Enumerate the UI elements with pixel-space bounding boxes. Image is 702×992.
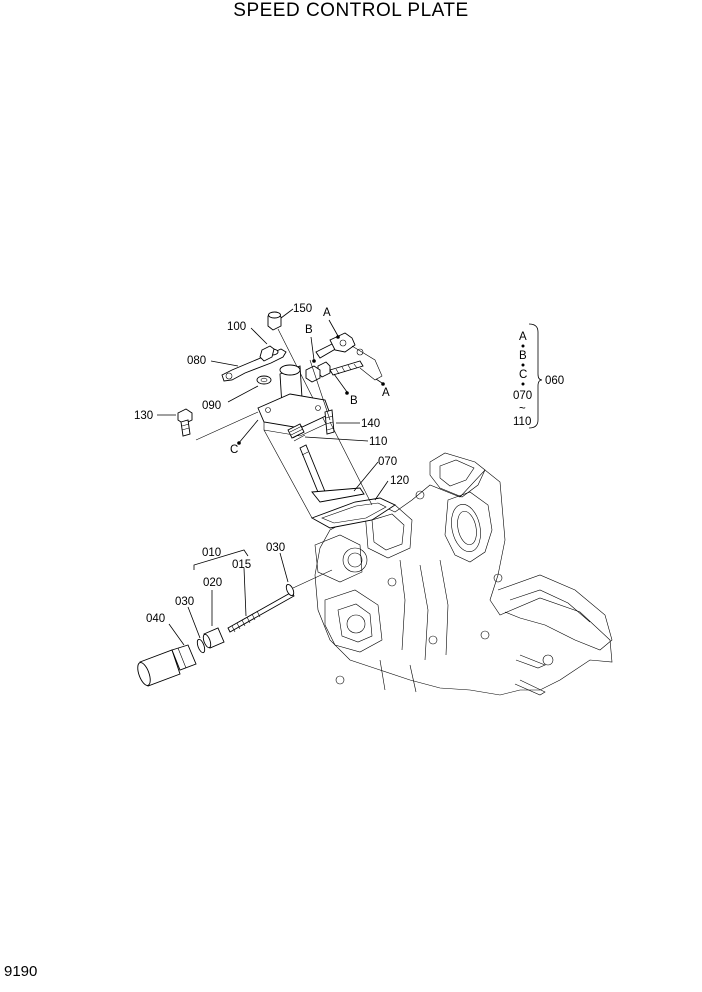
- label-110: 110: [369, 436, 387, 448]
- label-040: 040: [146, 613, 165, 625]
- label-100: 100: [227, 321, 246, 333]
- linkage-nut-b: [305, 365, 321, 383]
- part-070-plate-shaft: [299, 444, 365, 503]
- part-130-bolt: [177, 408, 193, 437]
- ref-letter-a-top: A: [323, 307, 331, 319]
- label-015: 015: [232, 559, 251, 571]
- label-020: 020: [203, 577, 222, 589]
- ref-letter-b-top: B: [305, 324, 313, 336]
- kit-range-from: 070: [513, 390, 532, 402]
- part-040-sleeve: [137, 644, 197, 687]
- label-010: 010: [202, 547, 221, 559]
- ref-letter-c: C: [230, 444, 238, 456]
- part-150-cap-nut: [267, 311, 282, 331]
- part-120-gasket: [310, 497, 396, 529]
- label-080: 080: [187, 355, 206, 367]
- label-030-left: 030: [175, 596, 194, 608]
- linkage-bolt-a: [315, 332, 383, 381]
- kit-range-tilde: ~: [519, 403, 526, 415]
- engine-block-casting: [314, 452, 613, 696]
- kit-ref-b: B: [519, 350, 527, 362]
- part-015-threaded-rod: [227, 591, 295, 633]
- part-110-spring: [287, 423, 306, 442]
- kit-ref-c: C: [519, 369, 527, 381]
- part-020-collar: [202, 627, 225, 649]
- kit-legend-060: A B C 070 ~ 110 060: [513, 323, 564, 429]
- page-title: SPEED CONTROL PLATE: [233, 0, 469, 21]
- ref-letter-b-right: B: [350, 395, 358, 407]
- label-090: 090: [202, 400, 221, 412]
- part-010-bracket-line: [193, 549, 249, 570]
- page-number: 9190: [4, 963, 38, 980]
- part-090-washer: [256, 375, 272, 385]
- ref-letter-a-right: A: [382, 387, 390, 399]
- label-150: 150: [293, 303, 312, 315]
- part-030-washer-right: [285, 583, 295, 597]
- kit-range-to: 110: [513, 416, 531, 428]
- part-140-stud: [324, 409, 335, 435]
- label-140: 140: [361, 418, 380, 430]
- linkage-bolt-b: [317, 360, 364, 378]
- label-120: 120: [390, 475, 409, 487]
- kit-part-060: 060: [545, 375, 564, 387]
- label-130: 130: [134, 410, 153, 422]
- label-030-right: 030: [266, 542, 285, 554]
- speed-control-housing: [257, 364, 331, 437]
- kit-ref-a: A: [519, 331, 527, 343]
- part-100-pin: [259, 345, 275, 362]
- part-030-washer-left: [196, 638, 206, 654]
- label-070: 070: [378, 456, 397, 468]
